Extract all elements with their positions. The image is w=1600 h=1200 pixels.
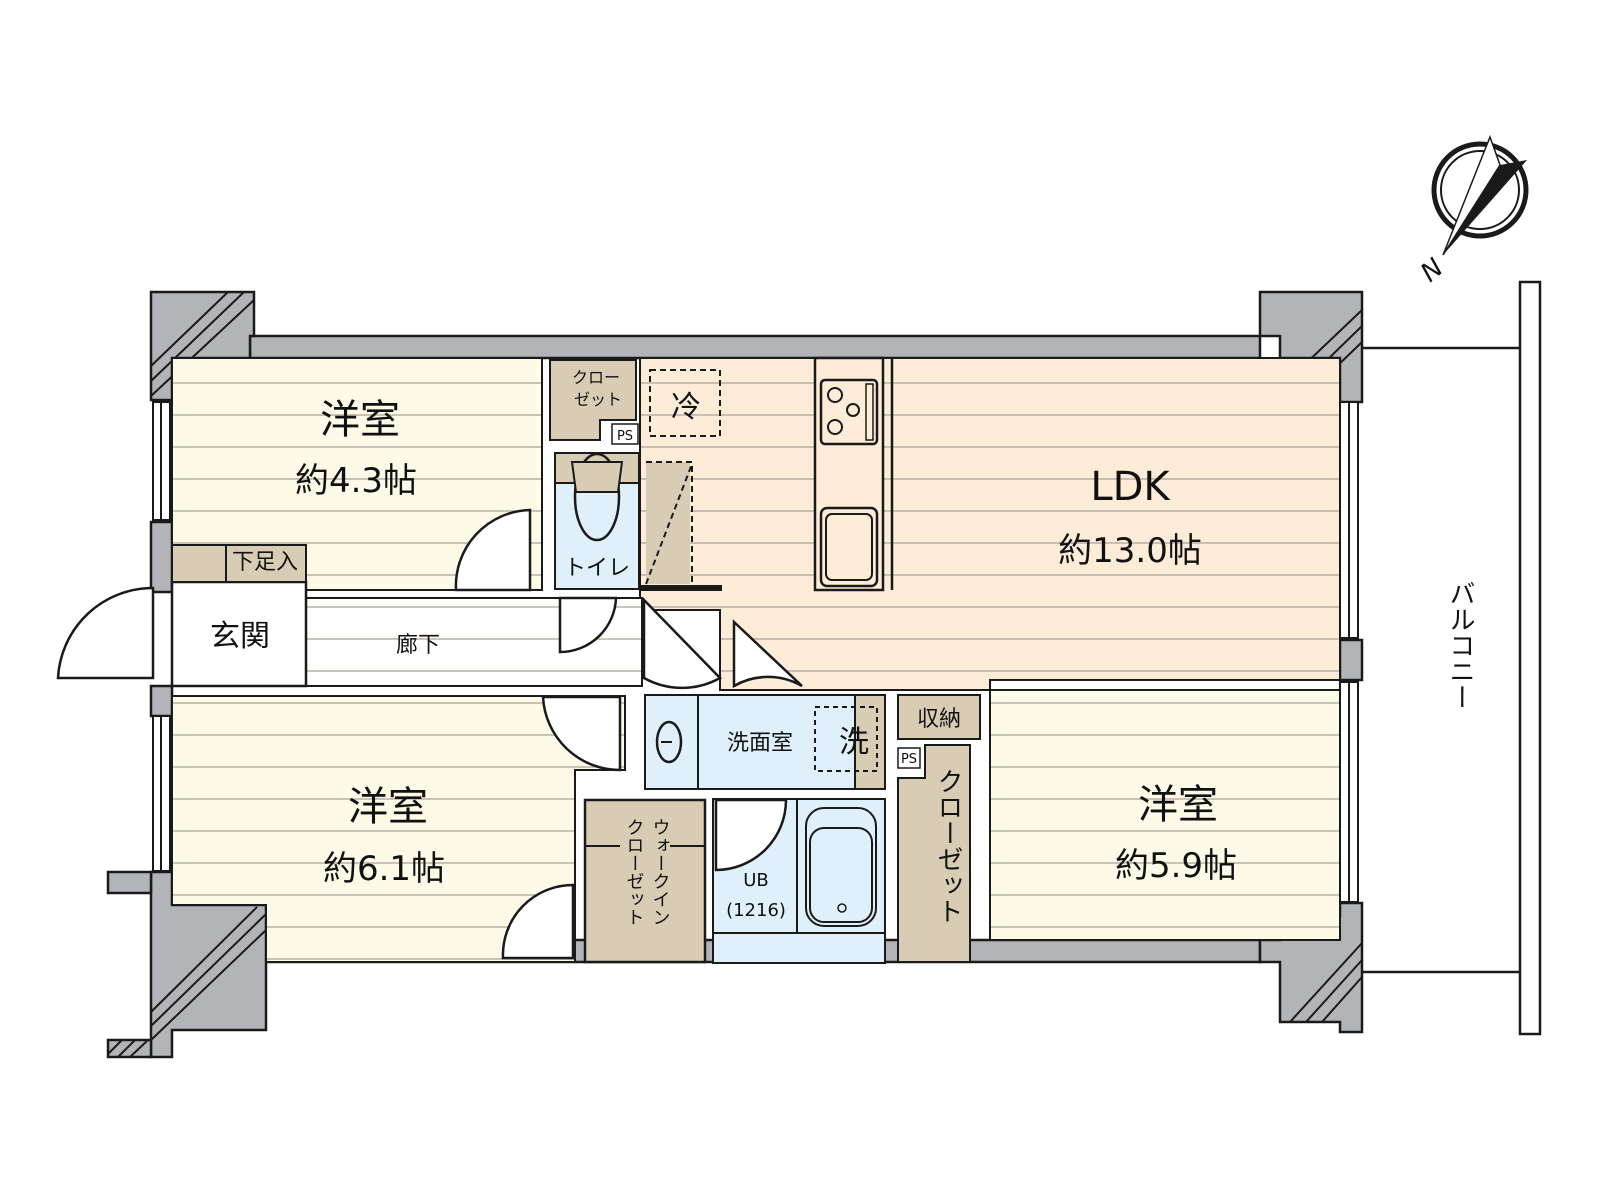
bathtub-icon <box>805 807 877 927</box>
storage-label: 収納 <box>917 707 961 732</box>
room-name: LDK <box>1090 464 1171 510</box>
fridge-label: 冷 <box>671 390 701 425</box>
sink-icon <box>819 506 879 588</box>
toilet-bowl-icon <box>573 452 621 542</box>
closet-label: クロー <box>572 368 620 387</box>
room-area: 約13.0帖 <box>1058 531 1202 571</box>
washer-space <box>814 706 878 772</box>
balcony-label: バルコニー <box>1445 580 1475 710</box>
washroom <box>644 694 886 790</box>
fridge-space <box>649 369 721 437</box>
shoe-cabinet-label: 下足入 <box>232 550 298 575</box>
toilet-label: トイレ <box>564 556 630 581</box>
washroom-label: 洗面室 <box>727 731 793 756</box>
pantry-storage <box>646 462 690 584</box>
balcony <box>1362 280 1542 1036</box>
room-area: 約6.1帖 <box>323 849 445 889</box>
room-western-5-9 <box>989 689 1341 941</box>
ps-label: PS <box>901 752 917 767</box>
windows <box>152 401 1359 903</box>
svg-text:N: N <box>1415 253 1449 288</box>
ps-label: PS <box>617 429 633 444</box>
washer-label: 洗 <box>839 725 869 760</box>
unit-bath-size: (1216) <box>726 900 786 921</box>
closet-tall-label: クローゼット <box>933 768 963 924</box>
closet-tall <box>897 744 971 963</box>
room-area: 約4.3帖 <box>295 461 417 501</box>
room-name: 洋室 <box>348 784 428 830</box>
room-western-6-1 <box>171 695 626 963</box>
compass-icon: N <box>1415 134 1529 288</box>
closet-small <box>549 359 637 441</box>
pillar-hatching <box>107 291 1363 1058</box>
room-area: 約5.9帖 <box>1115 846 1237 886</box>
entrance-area <box>170 580 308 688</box>
walk-in-closet <box>583 798 707 964</box>
basin-icon <box>655 720 683 764</box>
storage-box <box>897 694 981 740</box>
ps-box-top <box>611 423 639 445</box>
front-door-icon <box>56 586 155 680</box>
shoe-cabinet <box>171 544 307 583</box>
doors <box>56 508 803 960</box>
closet-label: ゼット <box>574 390 622 409</box>
ps-box-bottom <box>897 747 921 769</box>
room-name: 洋室 <box>1138 782 1218 828</box>
hallway-label: 廊下 <box>396 633 440 658</box>
stove-icon <box>819 378 879 446</box>
entrance-label: 玄関 <box>210 619 270 654</box>
room-name: 洋室 <box>320 397 400 443</box>
walk-in-closet-label: クローゼット <box>624 818 645 926</box>
walk-in-closet-label: ウォークイン <box>650 818 671 926</box>
unit-bath-label: UB <box>743 870 769 891</box>
